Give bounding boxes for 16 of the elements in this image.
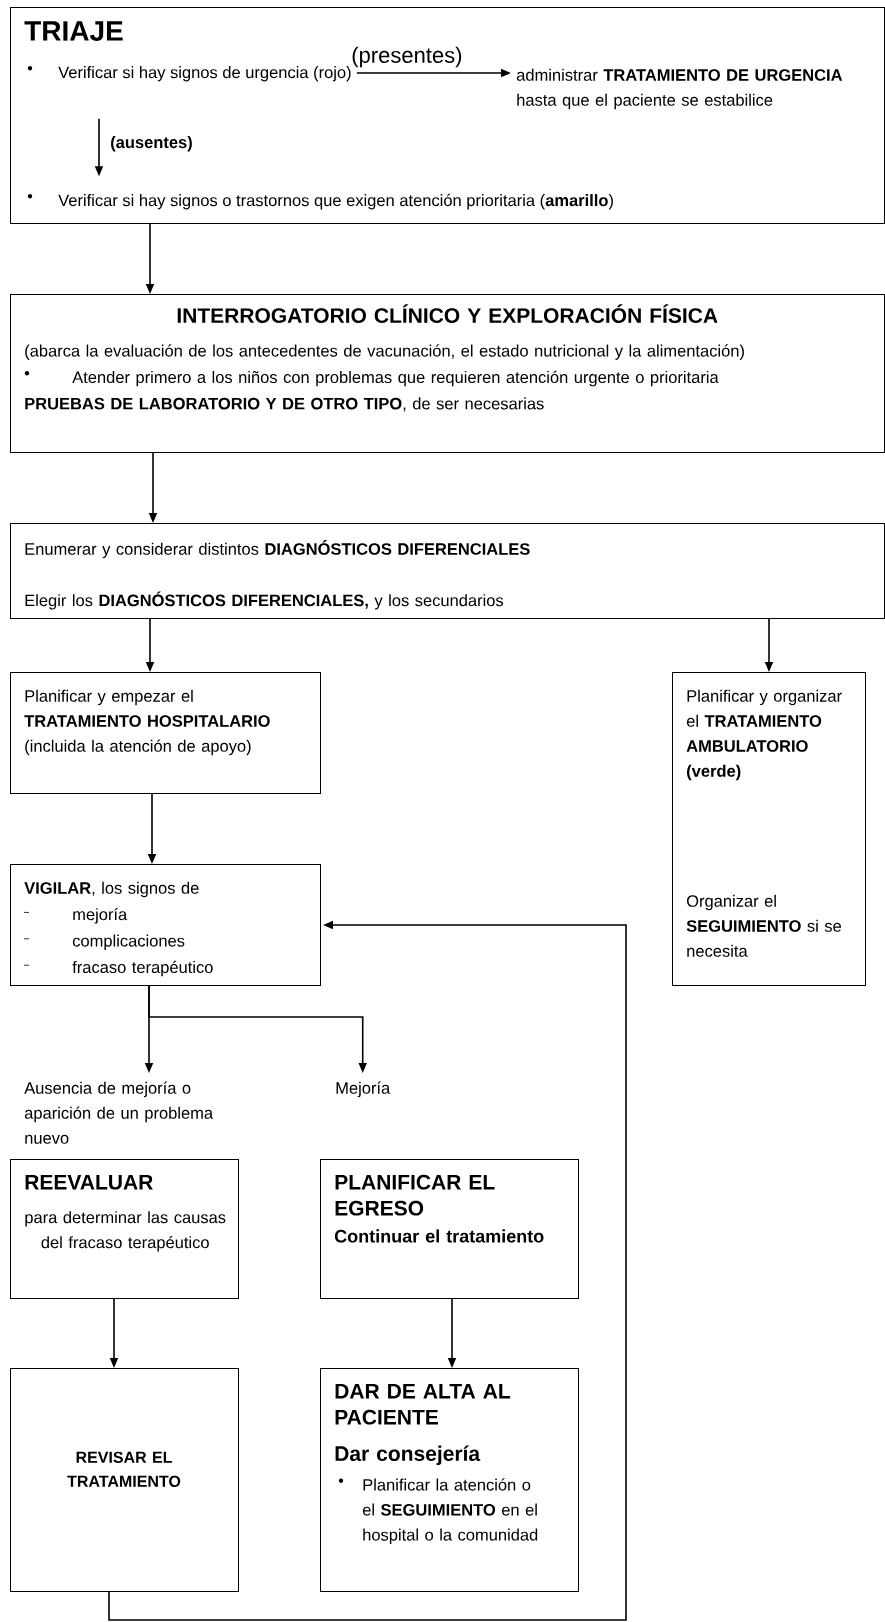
process-box: REVISAR EL TRATAMIENTO [10,1368,239,1592]
step-text: Verificar si hay signos o trastornos que exigen atención prioritaria (amarillo) [27,193,613,210]
edge-label: (presentes) [349,44,465,70]
process-box: REEVALUAR para determinar las causas del fracaso terapéutico [10,1159,239,1299]
process-box: VIGILAR, los signos de mejoría complicaciones fracaso terapéutico [10,864,321,986]
edge-label: (ausentes) [108,134,195,154]
step-text: Verificar si hay signos de urgencia (rojo) [27,66,351,82]
step-text: administrar TRATAMIENTO DE URGENCIA hasta que el paciente se estabilice [516,68,843,110]
process-box: PLANIFICAR EL EGRESO Continuar el tratamiento [320,1159,579,1299]
process-box: INTERROGATORIO CLÍNICO Y EXPLORACIÓN FÍSICA (abarca la evaluación de los antecedentes de vacunación, el estado nutricional y la alimentación) Atender primero a los niños con problemas que requieren atención urgente o prioritaria PRUEBAS DE LABORATORIO Y DE OTRO TIPO, de ser necesarias [10,294,885,453]
step-text: Ausencia de mejoría o aparición de un problema nuevo [24,1081,214,1144]
process-box: DAR DE ALTA AL PACIENTE Dar consejería Planificar la atención o el SEGUIMIENTO en el hospital o la comunidad [320,1368,579,1592]
step-text: Mejoría [336,1081,391,1098]
process-box: Enumerar y considerar distintos DIAGNÓSTICOS DIFERENCIALES Elegir los DIAGNÓSTICOS DIFERENCIALES, y los secundarios [10,523,885,619]
process-box: Planificar y organizar el TRATAMIENTO AMBULATORIO (verde) Organizar el SEGUIMIENTO si se necesita [672,672,866,986]
process-box: Planificar y empezar el TRATAMIENTO HOSPITALARIO (incluida la atención de apoyo) [10,672,321,794]
